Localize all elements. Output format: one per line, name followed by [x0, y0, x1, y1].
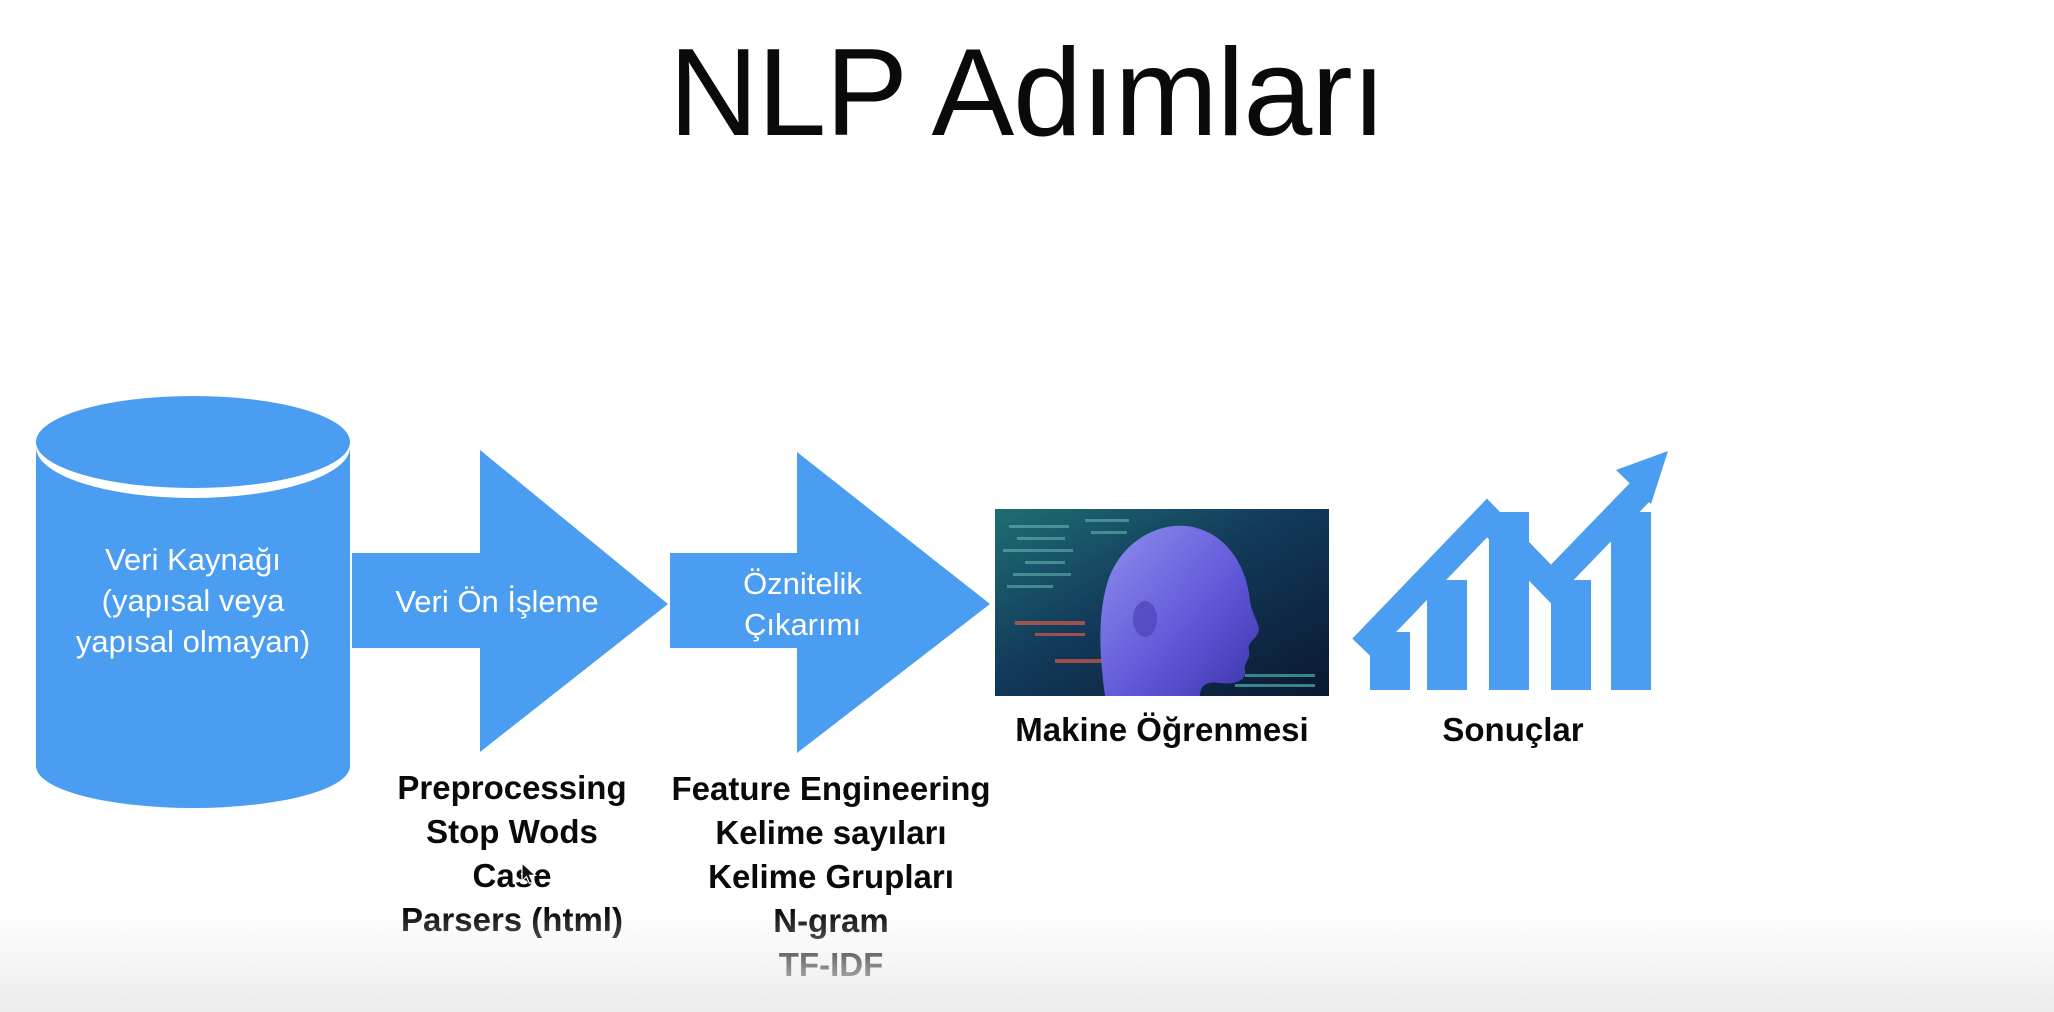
preprocessing-detail-4: Parsers (html) [401, 901, 623, 938]
preprocessing-detail-3: Case [472, 857, 552, 894]
feature-engineering-details: Feature Engineering Kelime sayıları Keli… [636, 767, 1026, 987]
feature-detail-3: Kelime Grupları [708, 858, 954, 895]
results-caption: Sonuçlar [1442, 711, 1584, 748]
ai-head-image [995, 509, 1329, 696]
feature-extraction-line-2: Çıkarımı [743, 607, 862, 642]
growth-chart-icon [1352, 451, 1668, 690]
feature-detail-1: Feature Engineering [671, 770, 991, 807]
data-source-label: Veri Kaynağı (yapısal veya yapısal olmay… [36, 539, 350, 662]
preprocessing-label: Veri Ön İşleme [395, 584, 599, 619]
feature-detail-4: N-gram [773, 902, 889, 939]
preprocessing-detail-2: Stop Wods [426, 813, 598, 850]
data-source-line-1: Veri Kaynağı [105, 542, 281, 577]
feature-extraction-label: Öznitelik Çıkarımı [670, 563, 935, 645]
feature-detail-2: Kelime sayıları [715, 814, 947, 851]
data-source-line-3: yapısal olmayan) [75, 624, 311, 659]
feature-extraction-line-1: Öznitelik [743, 566, 862, 601]
feature-detail-5: TF-IDF [778, 946, 884, 983]
mouse-cursor-icon [521, 862, 538, 885]
database-cylinder [36, 396, 350, 808]
data-source-line-2: (yapısal veya [101, 583, 285, 618]
preprocessing-detail-1: Preprocessing [397, 769, 627, 806]
preprocessing-details: Preprocessing Stop Wods Case Parsers (ht… [362, 766, 662, 942]
arrow-preprocessing [352, 450, 668, 752]
arrow-feature-extraction [670, 452, 990, 753]
slide-title: NLP Adımları [668, 24, 1386, 162]
machine-learning-caption: Makine Öğrenmesi [1015, 711, 1309, 748]
